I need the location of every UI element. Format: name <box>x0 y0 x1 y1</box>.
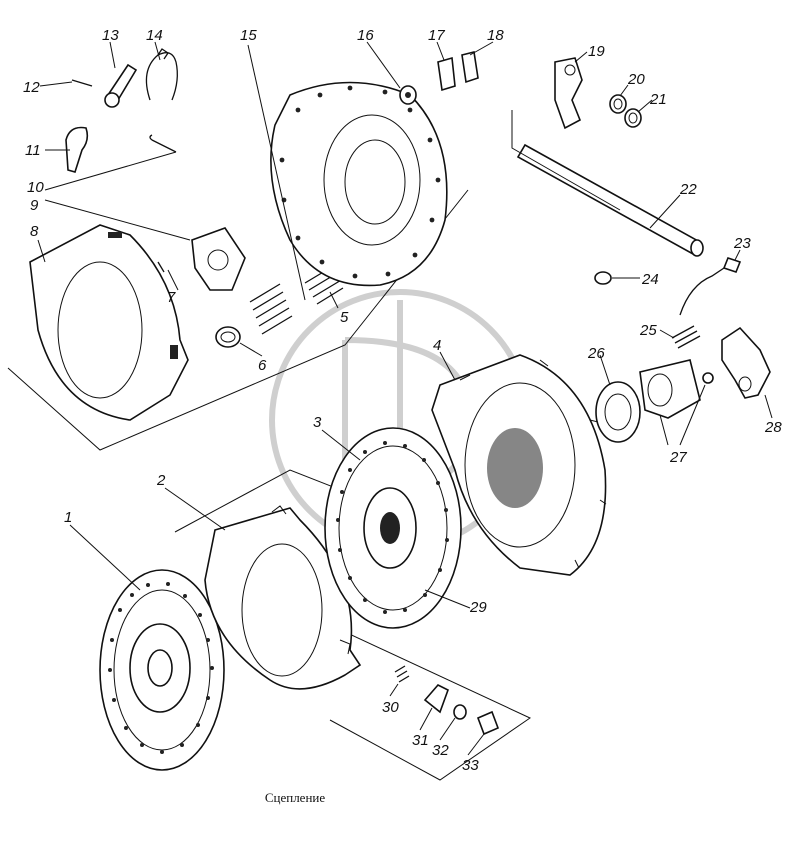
label-13: 13 <box>102 27 119 44</box>
label-31: 31 <box>412 732 429 749</box>
part-18-plate <box>461 51 479 84</box>
label-16: 16 <box>357 27 374 44</box>
part-5-spring <box>304 264 344 305</box>
part-6-washer <box>215 326 241 348</box>
label-1: 1 <box>64 509 72 526</box>
label-33: 33 <box>462 757 479 774</box>
part-13-eyebolt <box>104 63 138 108</box>
part-30-spring <box>394 665 410 683</box>
part-10-spring-clip <box>149 134 177 153</box>
label-18: 18 <box>487 27 504 44</box>
part-15-spring <box>249 283 293 335</box>
label-6: 6 <box>258 357 267 374</box>
part-8-intermediate-plate <box>29 224 189 421</box>
part-21-bushing <box>624 108 642 128</box>
part-20-bushing <box>609 94 627 114</box>
label-5: 5 <box>340 309 349 326</box>
part-3-driven-disc <box>324 427 462 629</box>
part-19-fork-lever <box>554 57 583 130</box>
label-14: 14 <box>146 27 163 44</box>
label-3: 3 <box>313 414 322 431</box>
part-24-washer <box>594 271 612 285</box>
label-26: 26 <box>587 345 605 362</box>
part-4-clutch-cover <box>431 354 607 576</box>
label-15: 15 <box>240 27 257 44</box>
part-16-nut <box>399 85 417 105</box>
part-17-plate <box>437 56 456 92</box>
part-33-bolt <box>476 710 500 736</box>
part-23-hose <box>679 257 742 316</box>
part-1-driven-disc <box>99 569 225 771</box>
label-19: 19 <box>588 43 605 60</box>
figure-caption: Сцепление <box>264 790 326 805</box>
label-8: 8 <box>30 223 39 240</box>
label-24: 24 <box>641 271 659 288</box>
part-25-spring <box>671 325 701 349</box>
leader-lines <box>37 41 773 756</box>
label-7: 7 <box>167 289 176 306</box>
label-17: 17 <box>428 27 445 44</box>
part-9-retainer <box>191 227 246 291</box>
part-32-nut <box>453 704 467 720</box>
label-23: 23 <box>733 235 751 252</box>
label-20: 20 <box>627 71 645 88</box>
part-14-spring <box>145 48 178 101</box>
label-2: 2 <box>156 472 166 489</box>
label-11: 11 <box>25 142 41 159</box>
clutch-housing <box>270 81 448 287</box>
part-11-lever <box>65 126 89 173</box>
label-10: 10 <box>27 179 44 196</box>
label-25: 25 <box>639 322 657 339</box>
label-27: 27 <box>669 449 687 466</box>
label-28: 28 <box>764 419 782 436</box>
part-7-pin <box>157 261 165 273</box>
label-22: 22 <box>679 181 697 198</box>
label-4: 4 <box>433 337 441 354</box>
label-29: 29 <box>469 599 487 616</box>
label-21: 21 <box>649 91 667 108</box>
label-12: 12 <box>23 79 40 96</box>
part-labels: 1 2 3 4 5 6 7 8 9 10 11 12 13 14 15 16 1… <box>23 27 782 774</box>
part-28-release-fork <box>721 326 771 399</box>
label-32: 32 <box>432 742 449 759</box>
part-12-pin <box>71 79 93 87</box>
part-26-bearing-ring <box>595 381 641 443</box>
part-22-shaft <box>511 110 704 257</box>
part-31-plate <box>423 684 449 714</box>
part-27-release-bearing <box>639 359 714 419</box>
label-30: 30 <box>382 699 399 716</box>
label-9: 9 <box>30 197 39 214</box>
